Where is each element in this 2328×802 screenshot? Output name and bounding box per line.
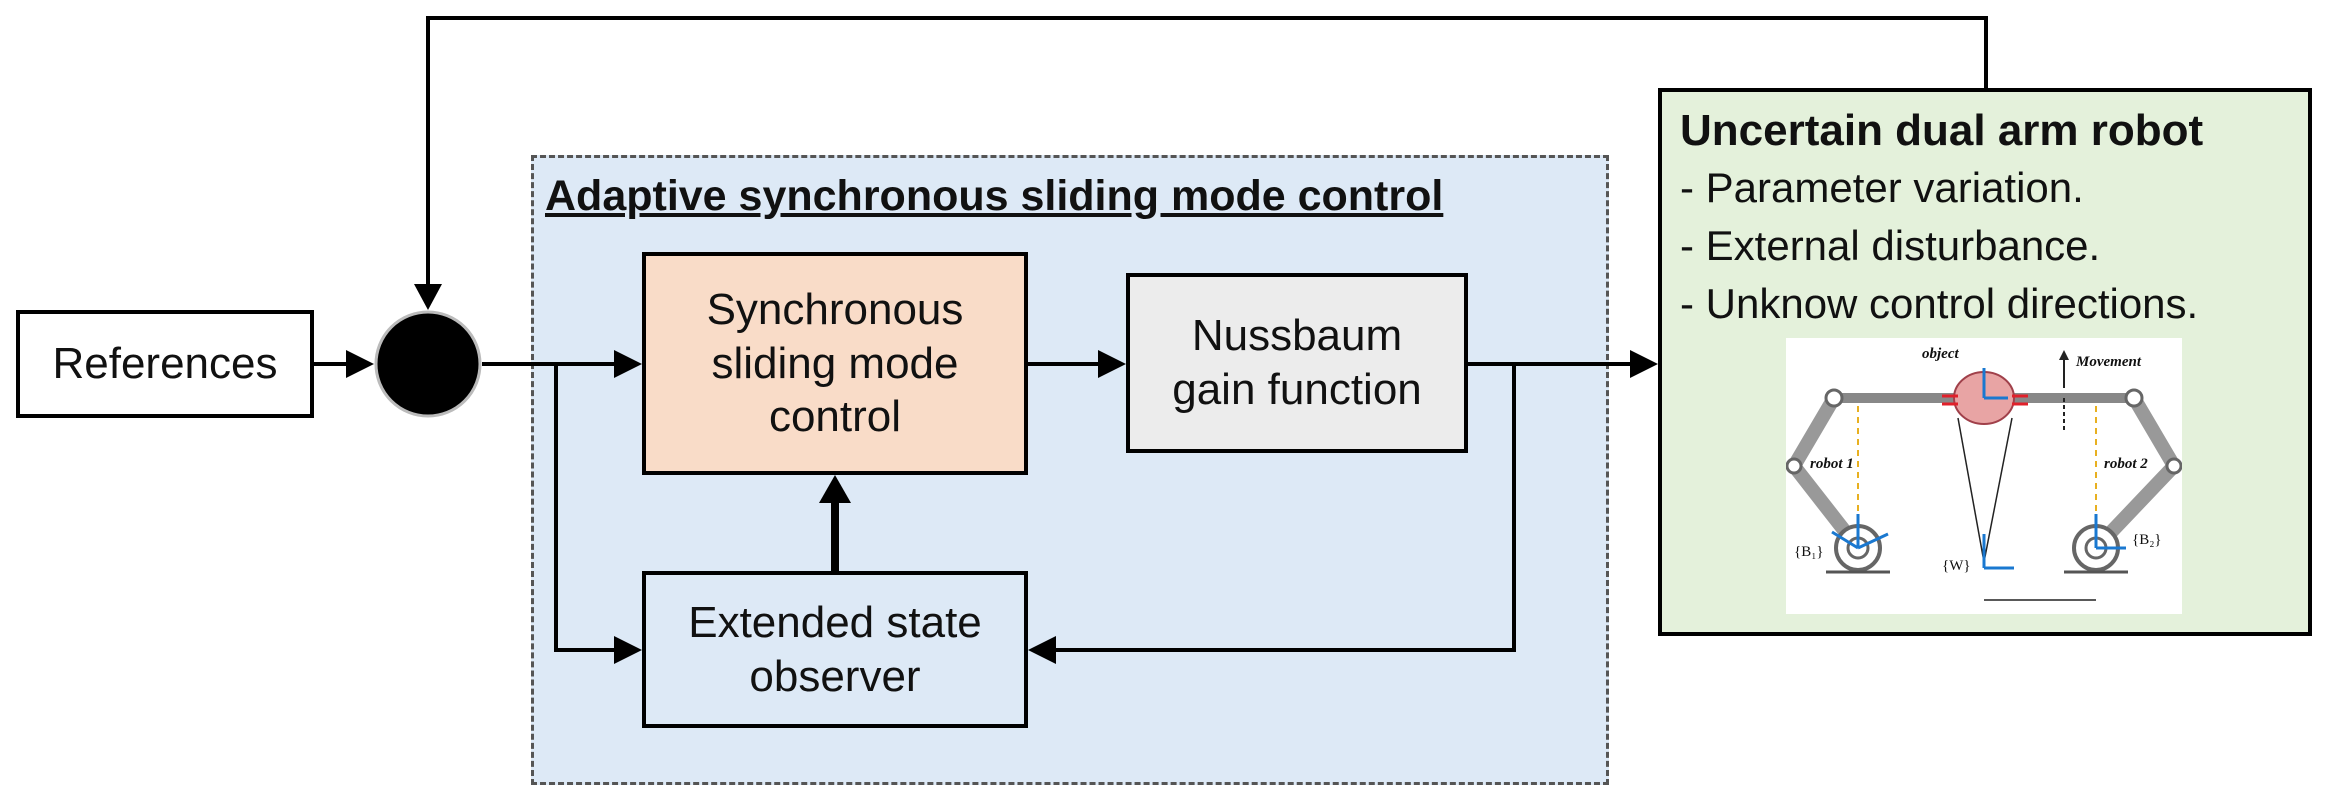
object-label: object [1922,346,1959,362]
summing-junction [374,310,482,418]
line-branch-to-eso [554,364,616,652]
plant-block: Uncertain dual arm robot - Parameter var… [1658,88,2312,636]
arrowhead-to-smc [614,350,642,378]
dual-arm-robot-figure: object Movement robot 1 robot 2 {B₁} {B₂… [1786,338,2182,614]
smc-block: Synchronous sliding mode control [642,252,1028,475]
frame-w-label: {W} [1942,558,1971,574]
smc-label: Synchronous sliding mode control [706,284,964,442]
arrowhead-to-sum [346,350,374,378]
arrowhead-to-nussbaum [1098,350,1126,378]
nussbaum-block: Nussbaum gain function [1126,273,1468,453]
line-feedback-to-eso [1054,364,1516,652]
arrowhead-to-plant [1630,350,1658,378]
robot-1-label: robot 1 [1810,456,1854,472]
nussbaum-label: Nussbaum gain function [1172,311,1422,414]
frame-b2-label: {B₂} [2132,532,2162,548]
plant-item-parameter-variation: - Parameter variation. [1680,164,2084,211]
eso-block: Extended state observer [642,571,1028,728]
plant-item-external-disturbance: - External disturbance. [1680,222,2101,269]
plant-item-unknown-directions: - Unknow control directions. [1680,280,2199,327]
line-plant-feedback-to-sum [426,16,1988,286]
arrowhead-eso-to-smc [819,475,851,503]
robot-2-label: robot 2 [2104,456,2148,472]
eso-label: Extended state observer [688,597,982,701]
controller-title: Adaptive synchronous sliding mode contro… [545,172,1444,220]
references-block: References [16,310,314,418]
frame-b1-label: {B₁} [1794,544,1824,560]
arrowhead-feedback-to-sum [414,284,442,310]
arrowhead-to-eso [614,636,642,664]
plant-title: Uncertain dual arm robot [1680,106,2204,155]
movement-label: Movement [2075,354,2142,370]
references-label: References [52,339,278,389]
arrowhead-feedback-to-eso [1028,636,1056,664]
